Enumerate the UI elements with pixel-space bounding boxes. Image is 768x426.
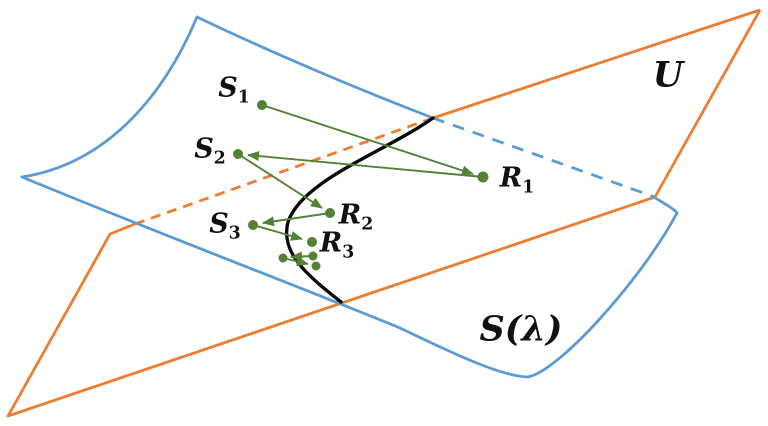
surface-top-edge [195, 15, 435, 120]
label-s1-sub: 1 [237, 87, 250, 108]
label-surface-S-lambda: S(λ) [479, 308, 563, 350]
surface-right-corner-edge [650, 194, 679, 215]
label-s3-base: S [209, 208, 229, 240]
surface-left-edge [20, 15, 199, 179]
plane-u-top-edge [432, 8, 761, 120]
surface-bottom-edge [20, 175, 679, 379]
intersection-curve [284, 116, 435, 304]
surface-S-lambda [20, 15, 679, 379]
arrow-r2-s3 [262, 212, 331, 227]
label-r1: R1 [499, 162, 534, 197]
arrow-s3-r3 [252, 224, 303, 241]
point-p4b [278, 253, 288, 263]
label-r3: R3 [319, 227, 354, 262]
point-r2 [325, 208, 335, 218]
point-s1 [257, 100, 267, 110]
iteration-arrows [237, 104, 484, 267]
label-s2: S2 [194, 133, 226, 168]
label-s3-sub: 3 [228, 223, 241, 244]
label-r2-base: R [338, 199, 362, 231]
surface-hidden-edge [432, 116, 653, 198]
plane-u-hidden-edge [134, 116, 434, 226]
label-s3: S3 [209, 208, 241, 243]
label-r3-sub: 3 [342, 242, 355, 263]
label-r3-base: R [319, 227, 343, 259]
plane-u-outline [6, 9, 762, 418]
label-s2-sub: 2 [213, 148, 226, 169]
point-r3 [307, 237, 317, 247]
label-r1-base: R [499, 162, 523, 194]
label-r1-sub: 1 [522, 177, 535, 198]
point-p4a [308, 251, 318, 261]
label-r2: R2 [338, 199, 373, 234]
label-s1-base: S [218, 72, 238, 104]
iteration-points [233, 100, 489, 271]
label-s1: S1 [218, 72, 250, 107]
plane-U [6, 8, 762, 418]
label-r2-sub: 2 [361, 214, 374, 235]
label-s2-base: S [194, 133, 214, 165]
label-plane-U: U [652, 54, 684, 96]
arrow-s2-r2 [237, 153, 323, 209]
point-s2 [233, 149, 243, 159]
arrow-r1-s2 [247, 151, 484, 178]
point-p4c [311, 261, 321, 271]
point-s3 [248, 220, 258, 230]
arrow-s1-r1 [261, 104, 474, 176]
point-r1 [477, 171, 489, 183]
